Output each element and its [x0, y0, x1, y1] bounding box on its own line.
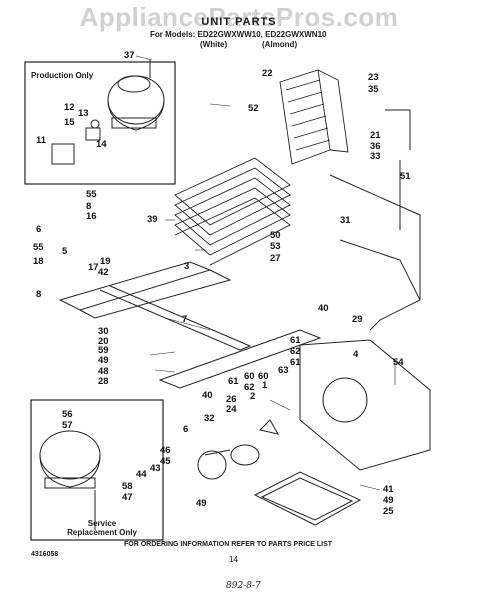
models-line: For Models: ED22GWXWW10, ED22GWXWN10 — [150, 30, 327, 39]
callout-53: 53 — [270, 241, 281, 252]
color-white-label: (White) — [200, 40, 228, 49]
callout-5: 5 — [62, 246, 68, 257]
drain-pan-drawing — [253, 471, 362, 526]
callout-27: 27 — [270, 253, 281, 264]
page-title: UNIT PARTS — [201, 16, 277, 28]
callout-1: 1 — [262, 380, 268, 391]
callout-17: 17 — [88, 262, 99, 273]
callout-22: 22 — [262, 68, 273, 79]
callout-12: 12 — [64, 102, 75, 113]
callout-55a: 55 — [86, 189, 97, 200]
callout-19: 19 — [100, 256, 111, 267]
callout-29: 29 — [352, 314, 363, 325]
callout-31: 31 — [340, 215, 351, 226]
fan-motor-drawing — [230, 444, 260, 466]
callout-25: 25 — [383, 506, 394, 517]
callout-49b: 49 — [383, 495, 394, 506]
callout-36: 36 — [370, 141, 381, 152]
production-only-box — [24, 61, 176, 185]
callout-13: 13 — [78, 108, 89, 119]
callout-58: 58 — [122, 481, 133, 492]
callout-42: 42 — [98, 267, 109, 278]
callout-37: 37 — [124, 50, 135, 61]
callout-40a: 40 — [318, 303, 329, 314]
callout-26: 26 — [226, 394, 237, 405]
callout-32: 32 — [204, 413, 215, 424]
callout-44: 44 — [136, 469, 147, 480]
callout-6: 6 — [36, 224, 42, 235]
callout-49a: 49 — [98, 355, 109, 366]
callout-28: 28 — [98, 376, 109, 387]
callout-8a: 8 — [86, 201, 92, 212]
callout-63: 63 — [278, 365, 289, 376]
condenser-coil-drawing — [174, 157, 291, 266]
compressor-production-drawing — [107, 60, 165, 131]
compressor-service-drawing — [39, 430, 101, 530]
evaporator-coil-drawing — [279, 69, 349, 165]
callout-18: 18 — [33, 256, 44, 267]
callout-54: 54 — [393, 357, 404, 368]
callout-23: 23 — [368, 72, 379, 83]
callout-51: 51 — [400, 171, 411, 182]
callout-49c: 49 — [196, 498, 207, 509]
callout-11: 11 — [36, 135, 47, 146]
callout-61b: 61 — [290, 357, 301, 368]
callout-40b: 40 — [202, 390, 213, 401]
relay-drawing — [51, 143, 75, 165]
callout-6b: 6 — [183, 424, 189, 435]
production-only-label: Production Only — [31, 71, 94, 80]
page-number: 14 — [229, 555, 238, 564]
ordering-note: FOR ORDERING INFORMATION REFER TO PARTS … — [124, 541, 333, 548]
doc-number: 4316058 — [31, 551, 59, 558]
callout-30: 30 — [98, 326, 109, 337]
callout-52: 52 — [248, 103, 259, 114]
callout-62a: 62 — [290, 346, 301, 357]
callout-61a: 61 — [290, 335, 301, 346]
callout-62b: 62 — [244, 382, 255, 393]
callout-33: 33 — [370, 151, 381, 162]
callout-48: 48 — [98, 366, 109, 377]
service-replacement-box — [30, 399, 164, 541]
callout-2: 2 — [250, 391, 256, 402]
callout-8b: 8 — [36, 289, 42, 300]
callout-20: 20 — [98, 336, 109, 347]
tubing-drawing — [329, 160, 421, 331]
callout-45: 45 — [160, 456, 171, 467]
callout-4: 4 — [353, 349, 359, 360]
service-replacement-label: Service Replacement Only — [67, 519, 137, 537]
callout-60b: 60 — [244, 371, 255, 382]
callout-14: 14 — [96, 139, 107, 150]
callout-57: 57 — [62, 420, 73, 431]
callout-3: 3 — [184, 261, 190, 272]
callout-7: 7 — [182, 314, 188, 325]
callout-61c: 61 — [228, 376, 239, 387]
callout-21: 21 — [370, 130, 381, 141]
callout-47: 47 — [122, 492, 133, 503]
callout-56: 56 — [62, 409, 73, 420]
callout-39: 39 — [147, 214, 158, 225]
handwritten-code: 892-8-7 — [226, 581, 261, 591]
cover-panel-drawing — [299, 339, 431, 471]
callout-46: 46 — [160, 445, 171, 456]
color-almond-label: (Almond) — [262, 40, 298, 49]
callout-60a: 60 — [258, 371, 269, 382]
callout-35: 35 — [368, 84, 379, 95]
callout-16: 16 — [86, 211, 97, 222]
callout-24: 24 — [226, 404, 237, 415]
callout-59: 59 — [98, 345, 109, 356]
callout-50: 50 — [270, 230, 281, 241]
callout-43: 43 — [150, 463, 161, 474]
callout-15: 15 — [64, 117, 75, 128]
callout-41: 41 — [383, 484, 394, 495]
callout-55b: 55 — [33, 242, 44, 253]
